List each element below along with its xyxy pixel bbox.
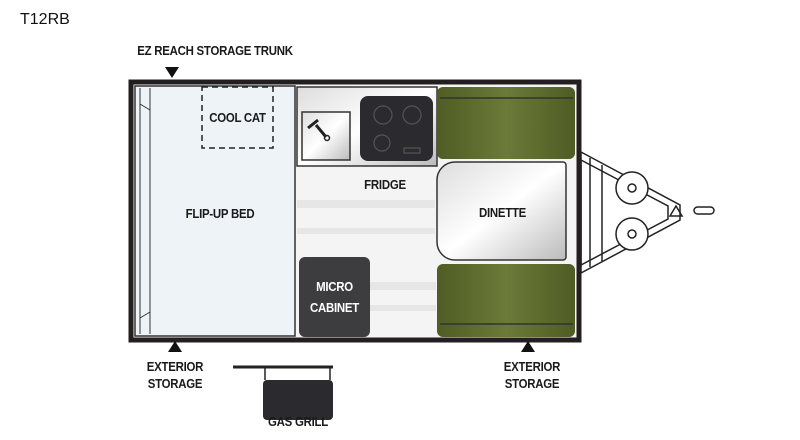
burner-icon xyxy=(373,105,422,154)
arrow-up-icon xyxy=(521,341,535,352)
floor xyxy=(297,200,436,311)
flip-up-bed-label: FLIP-UP BED xyxy=(185,206,255,221)
stove xyxy=(360,96,433,161)
micro-cabinet xyxy=(299,257,370,337)
cool-cat-outline xyxy=(201,86,274,149)
cool-cat-label: COOL CAT xyxy=(209,110,266,125)
flip-up-bed xyxy=(134,85,296,337)
dinette-table xyxy=(436,161,567,261)
ez-reach-storage-label: EZ REACH STORAGE TRUNK xyxy=(137,43,293,58)
gas-grill xyxy=(263,380,333,420)
model-name: T12RB xyxy=(20,11,70,28)
faucet-icon xyxy=(307,118,331,142)
sink xyxy=(301,111,351,161)
arrow-up-icon xyxy=(168,341,182,352)
arrow-down-icon xyxy=(165,67,179,78)
micro-cabinet-label-2: CABINET xyxy=(309,300,360,315)
exterior-storage-right-label-2: STORAGE xyxy=(504,376,560,391)
exterior-storage-left-label-2: STORAGE xyxy=(147,376,203,391)
micro-cabinet-label-1: MICRO xyxy=(316,279,353,294)
dinette-seat-top xyxy=(437,87,575,159)
exterior-storage-left-label-1: EXTERIOR xyxy=(146,359,204,374)
hitch-icon xyxy=(580,150,715,275)
dinette-label: DINETTE xyxy=(478,205,527,220)
gas-grill-label: GAS GRILL xyxy=(268,414,328,429)
dinette-seat-bottom xyxy=(437,264,575,337)
fridge-label: FRIDGE xyxy=(364,177,406,192)
exterior-storage-right-label-1: EXTERIOR xyxy=(503,359,561,374)
